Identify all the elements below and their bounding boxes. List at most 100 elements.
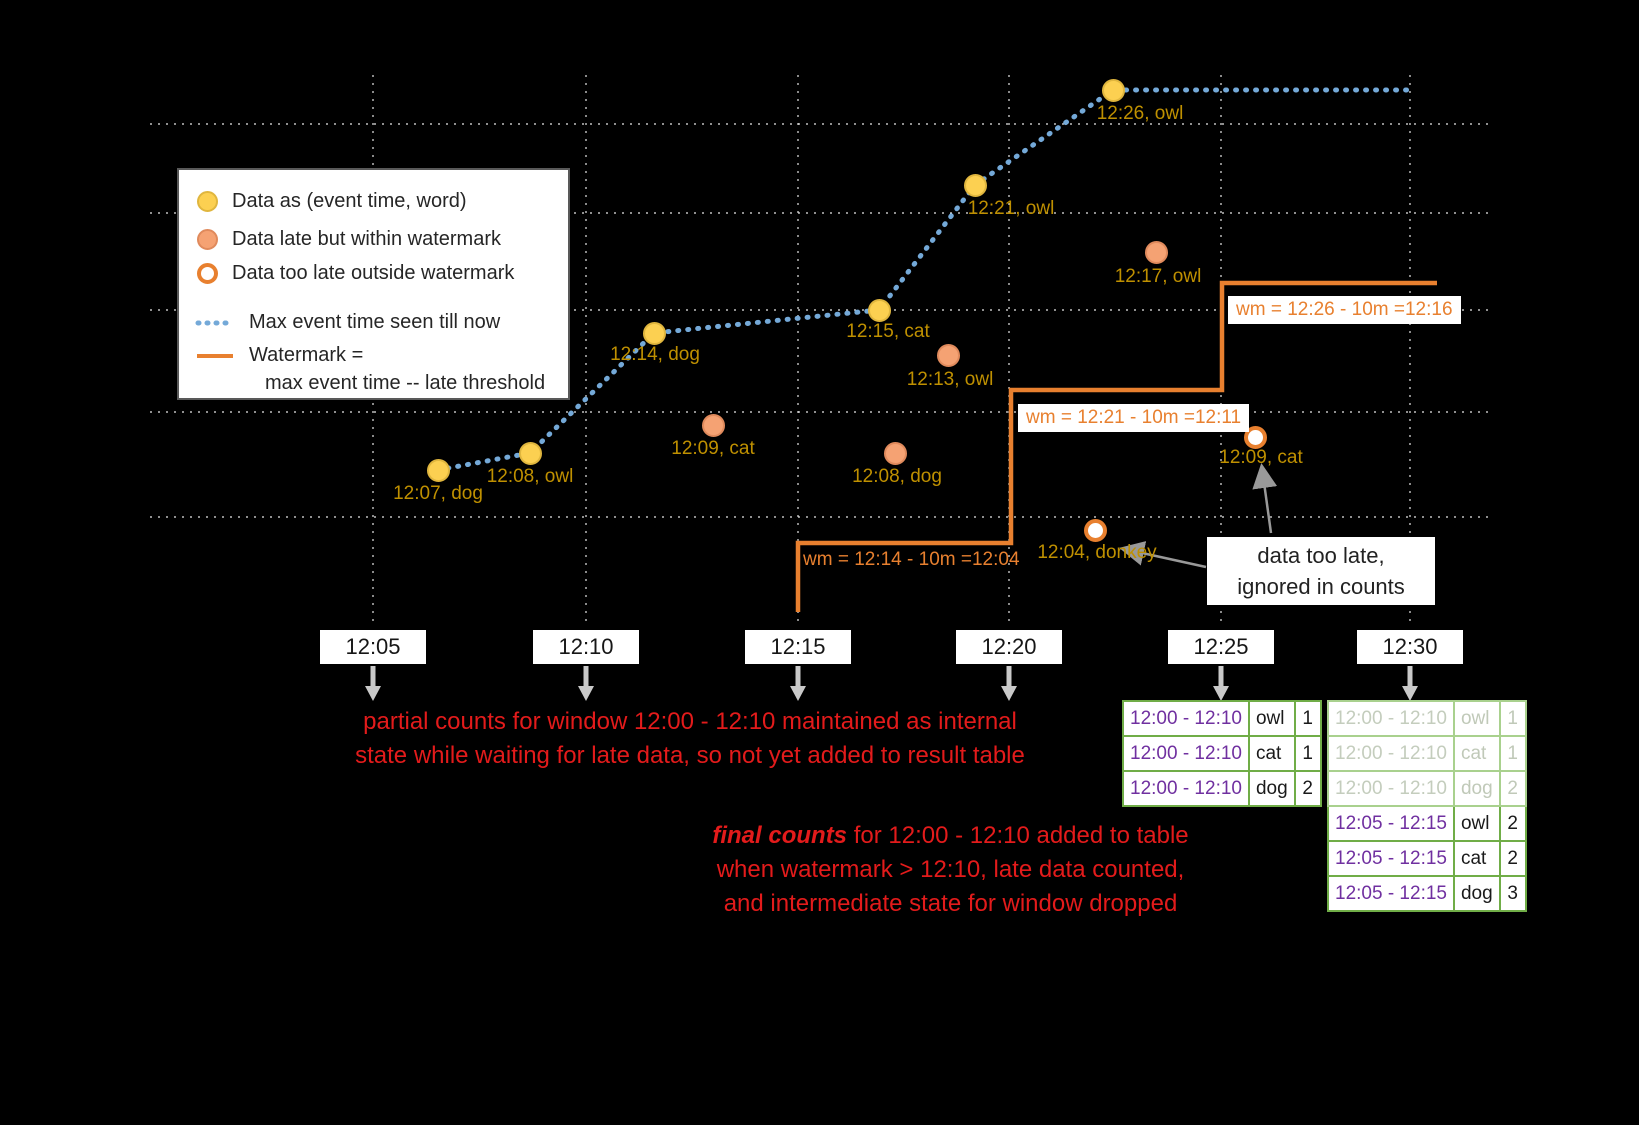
- point-label: 12:14, dog: [610, 344, 700, 365]
- final-counts-note: final counts for 12:00 - 12:10 added to …: [698, 819, 1203, 921]
- callout-line1: data too late,: [1257, 543, 1385, 568]
- window-cell: 12:05 - 12:15: [1327, 840, 1455, 877]
- watermark-line: [795, 280, 1437, 612]
- axis-tick-1230: 12:30: [1357, 630, 1463, 664]
- point-late: [1145, 241, 1168, 264]
- note-line: and intermediate state for window droppe…: [723, 890, 1178, 917]
- legend-label: max event time -- late threshold: [265, 372, 546, 394]
- point-on-time: [868, 299, 891, 322]
- window-cell: 12:05 - 12:15: [1327, 805, 1455, 842]
- axis-tick-1205: 12:05: [320, 630, 426, 664]
- point-on-time: [1102, 79, 1125, 102]
- window-cell: 12:05 - 12:15: [1327, 875, 1455, 912]
- window-cell: 12:00 - 12:10: [1327, 735, 1455, 772]
- word-cell: dog: [1452, 770, 1501, 807]
- table-row: 12:00 - 12:10 dog 2: [1122, 770, 1322, 807]
- table-row-faded: 12:00 - 12:10 owl 1: [1327, 700, 1527, 737]
- table-row: 12:05 - 12:15 owl 2: [1327, 805, 1527, 842]
- word-cell: dog: [1247, 770, 1296, 807]
- table-row-faded: 12:00 - 12:10 dog 2: [1327, 770, 1527, 807]
- point-label: 12:17, owl: [1114, 266, 1202, 287]
- count-cell: 1: [1293, 700, 1322, 737]
- axis-tick-1220: 12:20: [956, 630, 1062, 664]
- point-label: 12:08, dog: [852, 466, 942, 487]
- point-label: 12:09, cat: [1219, 447, 1303, 468]
- count-cell: 2: [1498, 840, 1527, 877]
- legend-label: Max event time seen till now: [249, 311, 501, 333]
- axis-arrows: [365, 666, 1418, 701]
- legend-item-watermark-line2: max event time -- late threshold: [265, 372, 545, 395]
- point-label: 12:21, owl: [967, 198, 1055, 219]
- point-on-time: [643, 322, 666, 345]
- point-late: [884, 442, 907, 465]
- point-label: 12:13, owl: [906, 369, 994, 390]
- word-cell: cat: [1452, 840, 1501, 877]
- word-cell: owl: [1452, 805, 1501, 842]
- window-cell: 12:00 - 12:10: [1122, 700, 1250, 737]
- word-cell: owl: [1452, 700, 1501, 737]
- too-late-callout-arrows: [1119, 463, 1278, 569]
- point-label: 12:26, owl: [1096, 103, 1184, 124]
- point-too-late: [1244, 426, 1267, 449]
- max-event-time-line: [435, 87, 1418, 473]
- result-table-1225: 12:00 - 12:10 owl 1 12:00 - 12:10 cat 1 …: [1122, 700, 1322, 807]
- dotted-line-icon: [195, 320, 235, 325]
- count-cell: 2: [1498, 770, 1527, 807]
- on-time-point-icon: [197, 191, 218, 212]
- point-too-late: [1084, 519, 1107, 542]
- note-line: partial counts for window 12:00 - 12:10 …: [363, 708, 1017, 735]
- table-row-faded: 12:00 - 12:10 cat 1: [1327, 735, 1527, 772]
- legend-label: Data late but within watermark: [232, 228, 502, 250]
- legend-label: Data as (event time, word): [232, 190, 467, 212]
- too-late-point-icon: [197, 263, 218, 284]
- watermark-label-1: wm = 12:14 - 10m =12:04: [803, 549, 1020, 570]
- point-label: 12:08, owl: [486, 466, 574, 487]
- window-cell: 12:00 - 12:10: [1327, 770, 1455, 807]
- note-line-rest: for 12:00 - 12:10 added to table: [847, 822, 1189, 849]
- point-on-time: [519, 442, 542, 465]
- late-point-icon: [197, 229, 218, 250]
- word-cell: dog: [1452, 875, 1501, 912]
- word-cell: cat: [1247, 735, 1296, 772]
- count-cell: 1: [1498, 700, 1527, 737]
- result-table-1230: 12:00 - 12:10 owl 1 12:00 - 12:10 cat 1 …: [1327, 700, 1527, 912]
- legend: Data as (event time, word) Data late but…: [177, 168, 570, 400]
- window-cell: 12:00 - 12:10: [1122, 770, 1250, 807]
- word-cell: owl: [1247, 700, 1296, 737]
- point-late: [702, 414, 725, 437]
- count-cell: 2: [1498, 805, 1527, 842]
- window-cell: 12:00 - 12:10: [1327, 700, 1455, 737]
- callout-line2: ignored in counts: [1237, 574, 1405, 599]
- note-line: when watermark > 12:10, late data counte…: [716, 856, 1185, 883]
- word-cell: cat: [1452, 735, 1501, 772]
- legend-item-max-event-time: Max event time seen till now: [195, 311, 500, 334]
- table-row: 12:00 - 12:10 cat 1: [1122, 735, 1322, 772]
- partial-counts-note: partial counts for window 12:00 - 12:10 …: [330, 705, 1050, 773]
- point-label: 12:07, dog: [393, 483, 483, 504]
- point-late: [937, 344, 960, 367]
- watermark-label-2: wm = 12:21 - 10m =12:11: [1018, 404, 1250, 432]
- axis-tick-1225: 12:25: [1168, 630, 1274, 664]
- table-row: 12:05 - 12:15 cat 2: [1327, 840, 1527, 877]
- note-line: final counts for 12:00 - 12:10 added to …: [698, 819, 1203, 853]
- point-on-time: [964, 174, 987, 197]
- axis-tick-1210: 12:10: [533, 630, 639, 664]
- legend-item-late: Data late but within watermark: [197, 228, 501, 251]
- table-row: 12:05 - 12:15 dog 3: [1327, 875, 1527, 912]
- watermark-label-3: wm = 12:26 - 10m =12:16: [1228, 296, 1461, 324]
- point-on-time: [427, 459, 450, 482]
- legend-label: Data too late outside watermark: [232, 262, 515, 284]
- point-label: 12:15, cat: [846, 321, 930, 342]
- table-row: 12:00 - 12:10 owl 1: [1122, 700, 1322, 737]
- legend-item-on-time: Data as (event time, word): [197, 190, 467, 213]
- legend-item-watermark: Watermark =: [195, 344, 363, 367]
- legend-item-too-late: Data too late outside watermark: [197, 262, 514, 285]
- final-counts-emphasis: final counts: [712, 822, 848, 849]
- point-label: 12:09, cat: [671, 438, 755, 459]
- point-label: 12:04, donkey: [1037, 542, 1157, 563]
- count-cell: 2: [1293, 770, 1322, 807]
- count-cell: 1: [1293, 735, 1322, 772]
- note-line: state while waiting for late data, so no…: [355, 742, 1025, 769]
- axis-tick-1215: 12:15: [745, 630, 851, 664]
